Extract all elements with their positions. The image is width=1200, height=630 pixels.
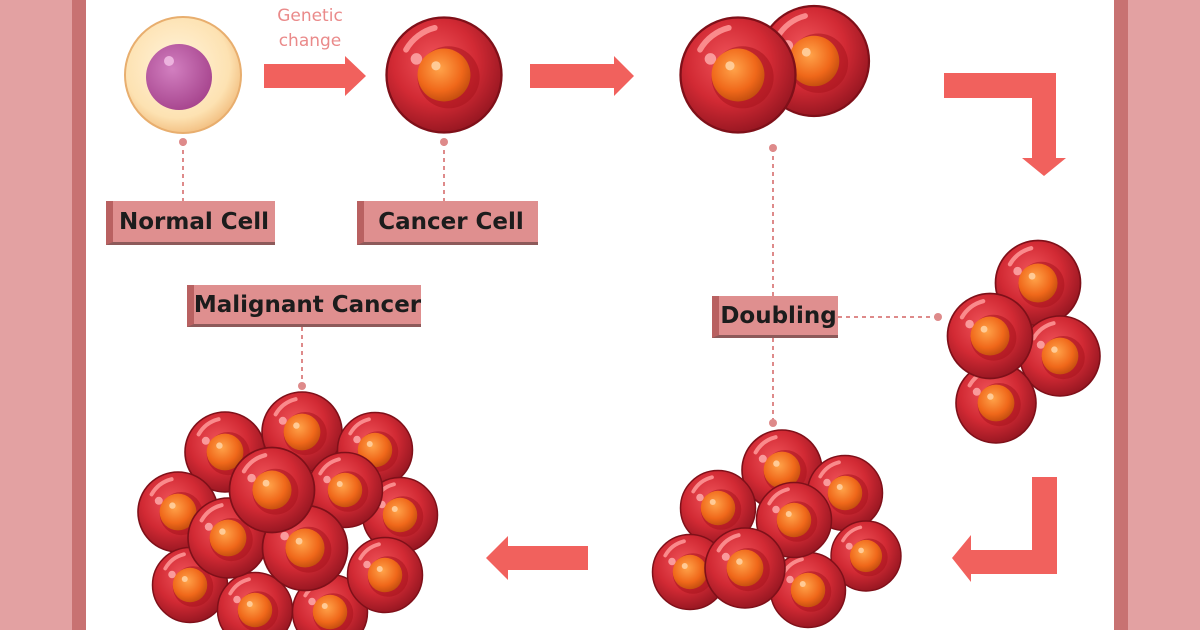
right-side-panel [1114, 0, 1200, 630]
genetic-change-line-2: change [278, 31, 342, 51]
dividing-cell [681, 6, 870, 133]
arrow-left [486, 536, 588, 580]
arrow-right-2 [530, 56, 634, 96]
cell-cluster-small [948, 241, 1101, 444]
cancer-cell-label: Cancer Cell [357, 201, 538, 245]
doubling-label: Doubling [712, 296, 838, 338]
malignant-cancer-label: Malignant Cancer [187, 285, 421, 327]
normal-cell-label: Normal Cell [106, 201, 275, 245]
genetic-change-line-1: Genetic [277, 6, 343, 26]
arrow-right-1 [264, 56, 366, 96]
cancer-cell [387, 18, 502, 133]
cell-cluster-medium [650, 430, 903, 630]
arrow-corner-left [952, 477, 1057, 582]
left-side-panel [0, 0, 86, 630]
normal-cell [124, 16, 242, 134]
arrow-corner-down [944, 73, 1066, 176]
cell-cluster-malignant [138, 392, 440, 630]
genetic-change-note: Genetic change [262, 4, 358, 54]
